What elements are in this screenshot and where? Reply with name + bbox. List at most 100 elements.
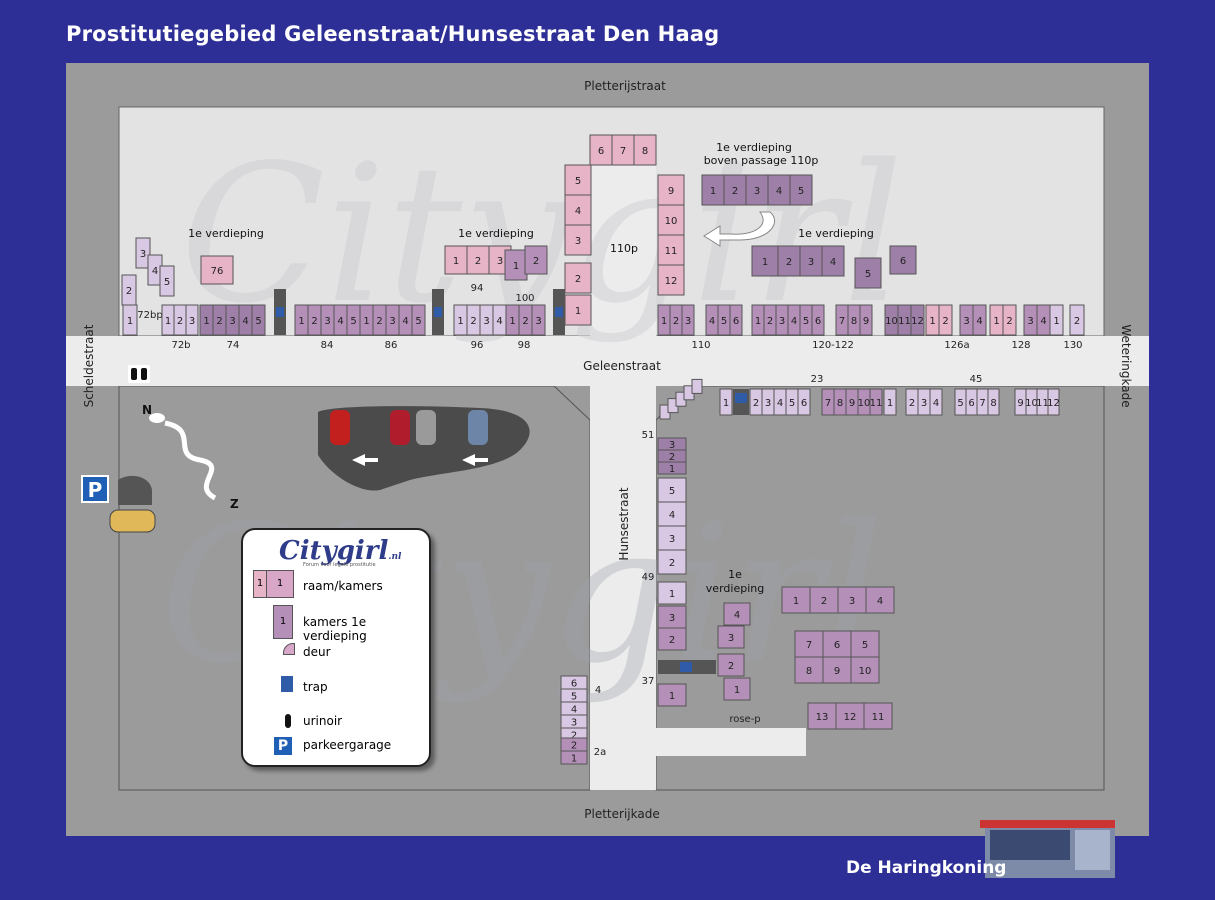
room-number: 7 (825, 398, 831, 409)
room-number: 1 (710, 186, 716, 197)
num: 72b (171, 340, 190, 351)
room-number: 8 (642, 146, 648, 157)
room-number: 4 (777, 398, 783, 409)
room-number: 11 (872, 712, 885, 723)
room-number: 2 (522, 316, 528, 327)
room-number: 12 (665, 276, 678, 287)
room-number: 4 (669, 510, 675, 521)
num: 72bp (137, 310, 162, 321)
room-number: 3 (389, 316, 395, 327)
room (794, 630, 824, 658)
label-passage: boven passage 110p (704, 154, 819, 167)
room (869, 388, 883, 416)
parking-icon: P (274, 737, 292, 755)
room (121, 274, 137, 306)
num: 96 (471, 340, 484, 351)
north-z-label: Z (230, 497, 239, 511)
room-number: 2 (942, 316, 948, 327)
room-number: 3 (921, 398, 927, 409)
room-number: 4 (1040, 316, 1046, 327)
room (657, 683, 687, 707)
legend-raam-icon: 1 (266, 570, 294, 598)
north-marker (149, 413, 165, 423)
room-number: 4 (152, 266, 158, 277)
room-number: 3 (575, 236, 581, 247)
room (835, 702, 865, 730)
room-number: 11 (870, 398, 883, 409)
room (850, 630, 880, 658)
stair-icon (274, 289, 286, 335)
room (524, 245, 548, 275)
room-number: 8 (806, 666, 812, 677)
room (717, 625, 745, 649)
legend-raam-icon: 1 (253, 570, 267, 598)
stair-icon (281, 676, 293, 692)
room-number: 2 (126, 286, 132, 297)
street-pletterijkade: Pletterijkade (584, 807, 659, 821)
car-icon (390, 410, 410, 445)
room (1049, 304, 1064, 336)
room (691, 378, 703, 394)
logo-subtitle: Forum voor legale prostitutie (303, 562, 376, 568)
num: 86 (385, 340, 398, 351)
label-verdieping: 1e verdieping (188, 227, 264, 240)
room (564, 164, 592, 196)
haringkoning-icon (980, 820, 1115, 878)
room-number: 1 (127, 316, 133, 327)
room-number: 2 (216, 316, 222, 327)
street-hunsestraat: Hunsestraat (617, 487, 631, 560)
room-number: 5 (255, 316, 261, 327)
stair-icon (733, 389, 749, 415)
stair-icon (553, 289, 565, 335)
room-number: 1 (755, 316, 761, 327)
parking-letter: P (88, 478, 103, 502)
num: 49 (642, 572, 655, 583)
room-number: 4 (830, 257, 836, 268)
legend-kamers-icon: 1 (273, 605, 293, 639)
room-number: 4 (709, 316, 715, 327)
room-number: 7 (620, 146, 626, 157)
rose-p-passage (656, 728, 806, 756)
room-number: 12 (844, 712, 857, 723)
num: 4 (595, 685, 601, 696)
room-number: 4 (496, 316, 502, 327)
room (531, 304, 546, 336)
room-number: 4 (933, 398, 939, 409)
room-number: 10 (859, 666, 872, 677)
room-number: 6 (968, 398, 974, 409)
room-number: 2 (571, 741, 577, 752)
room-number: 3 (483, 316, 489, 327)
room-number: 1 (762, 257, 768, 268)
room-number: 5 (862, 640, 868, 651)
room (1069, 304, 1085, 336)
room (657, 461, 687, 475)
label-passage: 1e verdieping (716, 141, 792, 154)
room (1002, 304, 1017, 336)
num: 98 (518, 340, 531, 351)
num: 94 (471, 283, 484, 294)
legend-kamers-label: kamers 1e verdieping (303, 615, 367, 643)
room-number: 6 (834, 640, 840, 651)
room-number: 1 (669, 464, 675, 475)
room-number: 4 (791, 316, 797, 327)
room-number: 1 (669, 691, 675, 702)
geleenstraat-road (66, 336, 1149, 386)
room-number: 1 (203, 316, 209, 327)
car-icon (468, 410, 488, 445)
parking-ramp (118, 475, 152, 505)
room (910, 304, 925, 336)
arrow-left-icon (462, 454, 488, 466)
room-number: 2 (786, 257, 792, 268)
car-icon (109, 509, 156, 533)
room-number: 3 (669, 534, 675, 545)
room (564, 262, 592, 294)
room-number: 11 (665, 246, 678, 257)
room-number: 7 (839, 316, 845, 327)
room (657, 264, 685, 296)
stair-icon (658, 660, 716, 674)
room-number: 3 (849, 596, 855, 607)
room (883, 388, 897, 416)
room-number: 5 (721, 316, 727, 327)
room-number: 9 (834, 666, 840, 677)
